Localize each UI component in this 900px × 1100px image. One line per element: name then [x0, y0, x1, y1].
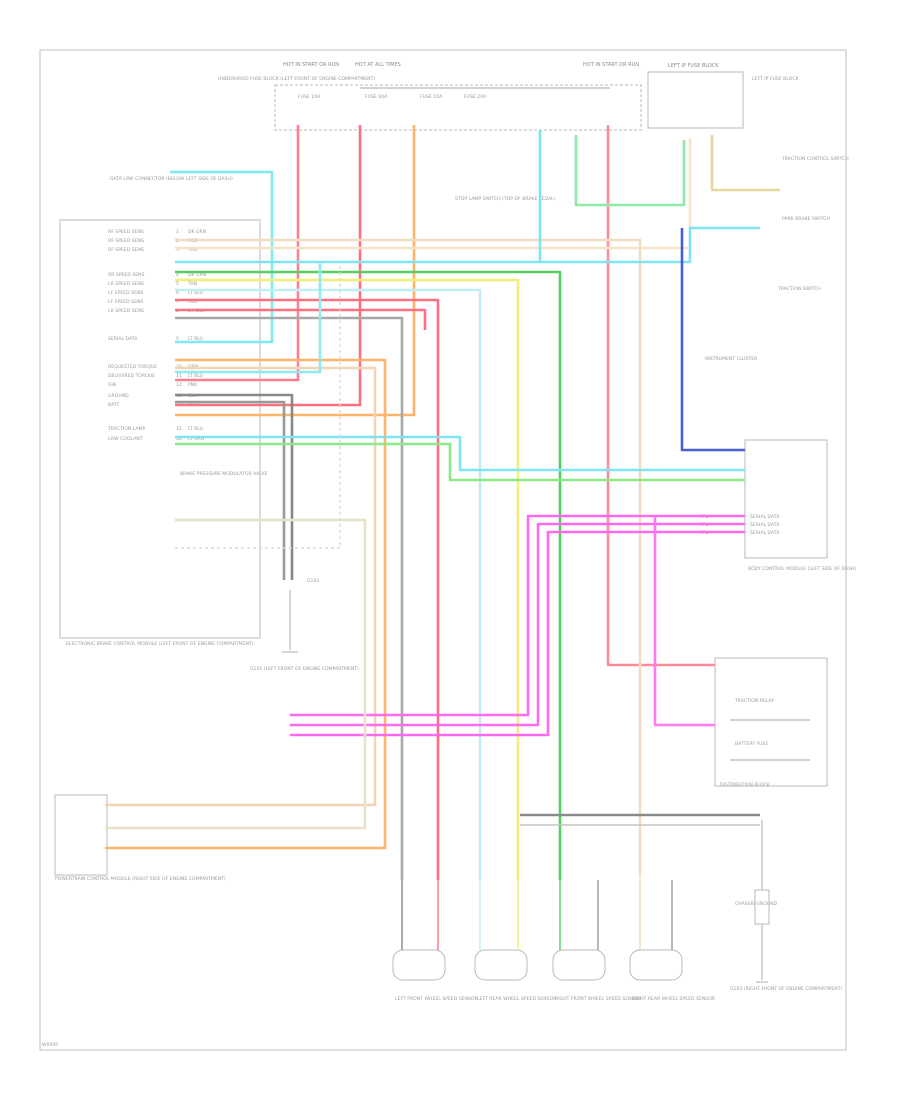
- page-ref: W0000: [42, 1042, 58, 1048]
- svg-text:16: 16: [176, 436, 182, 442]
- pin-label: DELIVERED TORQUE: [108, 373, 155, 379]
- pin-label: LOW COOLANT: [108, 436, 143, 442]
- data-link-label: DATA LINK CONNECTOR (BELOW LEFT SIDE OF …: [110, 176, 233, 182]
- svg-text:HOT IN START OR RUN: HOT IN START OR RUN: [283, 62, 339, 68]
- battery-fuse-label: BATTERY FUSE: [735, 741, 768, 747]
- svg-text:LT BLU: LT BLU: [188, 426, 203, 432]
- svg-text:SERIAL DATA: SERIAL DATA: [750, 514, 780, 520]
- svg-text:DK GRN: DK GRN: [188, 272, 206, 278]
- pin-label: RR SPEED SENS: [108, 272, 145, 278]
- svg-text:FUSE 20A: FUSE 20A: [464, 94, 487, 100]
- svg-text:7: 7: [176, 299, 179, 305]
- svg-text:11: 11: [176, 373, 182, 379]
- diagram-frame: [39, 49, 847, 1051]
- svg-text:DK GRN: DK GRN: [188, 229, 206, 235]
- svg-text:5: 5: [176, 281, 179, 287]
- svg-text:SERIAL DATA: SERIAL DATA: [750, 530, 780, 536]
- pin-label: RF SPEED SENS: [108, 238, 144, 244]
- svg-text:LEFT IP FUSE BLOCK: LEFT IP FUSE BLOCK: [752, 76, 800, 82]
- ground-symbol: [282, 590, 298, 653]
- traction-relay-box: [714, 657, 828, 787]
- svg-text:SERIAL DATA: SERIAL DATA: [750, 522, 780, 528]
- svg-text:RIGHT FRONT WHEEL SPEED SENSOR: RIGHT FRONT WHEEL SPEED SENSOR: [555, 996, 642, 1002]
- ground-lower-label: G101 (LEFT FRONT OF ENGINE COMPARTMENT): [250, 666, 359, 672]
- traction-switch-label: TRACTION SWITCH: [777, 286, 821, 292]
- rr-sensor: RIGHT REAR WHEEL SPEED SENSOR: [629, 949, 716, 1002]
- pin-label: SERIAL DATA: [108, 336, 138, 342]
- svg-text:LT GRN: LT GRN: [188, 436, 204, 442]
- svg-text:BRAKE PRESSURE MODULATOR VALVE: BRAKE PRESSURE MODULATOR VALVE: [180, 471, 267, 477]
- svg-text:ELECTRONIC BRAKE CONTROL MODUL: ELECTRONIC BRAKE CONTROL MODULE (LEFT FR…: [66, 641, 254, 647]
- svg-text:FUSE 60A: FUSE 60A: [365, 94, 388, 100]
- pin-label: RF SPEED SENS: [108, 247, 144, 253]
- lr-sensor: LEFT REAR WHEEL SPEED SENSOR: [474, 949, 557, 1002]
- underhood-fuse-block: HOT IN START OR RUN HOT AT ALL TIMES HOT…: [218, 62, 642, 131]
- svg-text:LEFT REAR WHEEL SPEED SENSOR: LEFT REAR WHEEL SPEED SENSOR: [477, 996, 557, 1002]
- pin-label: TRACTION LAMP: [107, 426, 146, 432]
- rf-sensor: RIGHT FRONT WHEEL SPEED SENSOR: [552, 949, 642, 1002]
- chassis-ground-label: CHASSIS GROUND: [735, 901, 778, 907]
- svg-text:LEFT FRONT WHEEL SPEED SENSOR: LEFT FRONT WHEEL SPEED SENSOR: [395, 996, 479, 1002]
- svg-text:TAN: TAN: [187, 281, 197, 287]
- svg-text:FUSE 10A: FUSE 10A: [298, 94, 321, 100]
- ground-right-label: G103 (RIGHT FRONT OF ENGINE COMPARTMENT): [730, 986, 843, 992]
- pin-label: REQUESTED TORQUE: [108, 364, 157, 370]
- svg-text:FUSE 10A: FUSE 10A: [420, 94, 443, 100]
- svg-text:TAN: TAN: [187, 247, 197, 253]
- svg-text:15: 15: [176, 426, 182, 432]
- traction-indicator-label: TRACTION CONTROL SWITCH: [781, 156, 849, 162]
- pin-label: BATT: [108, 402, 120, 408]
- pcm-box: [54, 794, 108, 876]
- svg-text:1: 1: [176, 229, 179, 235]
- svg-text:LT BLU: LT BLU: [188, 290, 203, 296]
- wire-harness: [105, 125, 780, 880]
- ebcm-pin-labels: RF SPEED SENS RF SPEED SENS RF SPEED SEN…: [107, 229, 157, 442]
- svg-text:LEFT IP FUSE BLOCK: LEFT IP FUSE BLOCK: [668, 63, 719, 69]
- svg-text:3: 3: [176, 247, 179, 253]
- svg-text:HOT AT ALL TIMES: HOT AT ALL TIMES: [355, 62, 401, 68]
- bcm-label: BODY CONTROL MODULE (LEFT SIDE OF DASH): [748, 566, 856, 572]
- svg-text:LT BLU: LT BLU: [188, 336, 203, 342]
- svg-text:RIGHT REAR WHEEL SPEED SENSOR: RIGHT REAR WHEEL SPEED SENSOR: [632, 996, 716, 1002]
- pin-label: LF SPEED SENS: [108, 299, 143, 305]
- svg-text:12: 12: [176, 382, 182, 388]
- dist-block-label: DISTRIBUTION BLOCK: [720, 782, 771, 788]
- pin-label: LR SPEED SENS: [108, 281, 144, 287]
- stop-switch-label: STOP LAMP SWITCH (TOP OF BRAKE PEDAL): [455, 196, 556, 202]
- svg-text:6: 6: [176, 290, 179, 296]
- cluster-label: INSTRUMENT CLUSTER: [705, 356, 758, 362]
- pin-label: LF SPEED SENS: [108, 290, 143, 296]
- ground-label: G102: [307, 578, 319, 584]
- svg-text:4: 4: [176, 272, 179, 278]
- svg-text:UNDERHOOD FUSE BLOCK (LEFT FRO: UNDERHOOD FUSE BLOCK (LEFT FRONT OF ENGI…: [218, 76, 375, 82]
- svg-text:LT BLU: LT BLU: [188, 373, 203, 379]
- pin-label: GROUND: [108, 393, 129, 399]
- bcm-pins: SERIAL DATA PPL SERIAL DATA PPL SERIAL D…: [700, 439, 828, 559]
- pcm-label: POWERTRAIN CONTROL MODULE (RIGHT SIDE OF…: [55, 876, 226, 882]
- ebcm-module: ELECTRONIC BRAKE CONTROL MODULE (LEFT FR…: [59, 219, 267, 647]
- svg-text:PNK: PNK: [188, 382, 198, 388]
- traction-relay-label: TRACTION RELAY: [734, 698, 774, 704]
- chassis-ground: [754, 820, 770, 983]
- pin-label: IGN: [108, 382, 116, 388]
- svg-text:RED: RED: [188, 299, 198, 305]
- wheel-sensors: LEFT FRONT WHEEL SPEED SENSOR LEFT REAR …: [392, 875, 716, 1002]
- left-ip-fuse-block: LEFT IP FUSE BLOCK LEFT IP FUSE BLOCK: [647, 63, 800, 129]
- pin-label: RF SPEED SENS: [108, 229, 144, 235]
- brake-switch-label: PARK BRAKE SWITCH: [782, 216, 830, 222]
- pin-label: LR SPEED SENS: [108, 308, 144, 314]
- svg-text:HOT IN START OR RUN: HOT IN START OR RUN: [583, 62, 639, 68]
- lf-sensor: LEFT FRONT WHEEL SPEED SENSOR: [392, 949, 479, 1002]
- svg-text:9: 9: [176, 336, 179, 342]
